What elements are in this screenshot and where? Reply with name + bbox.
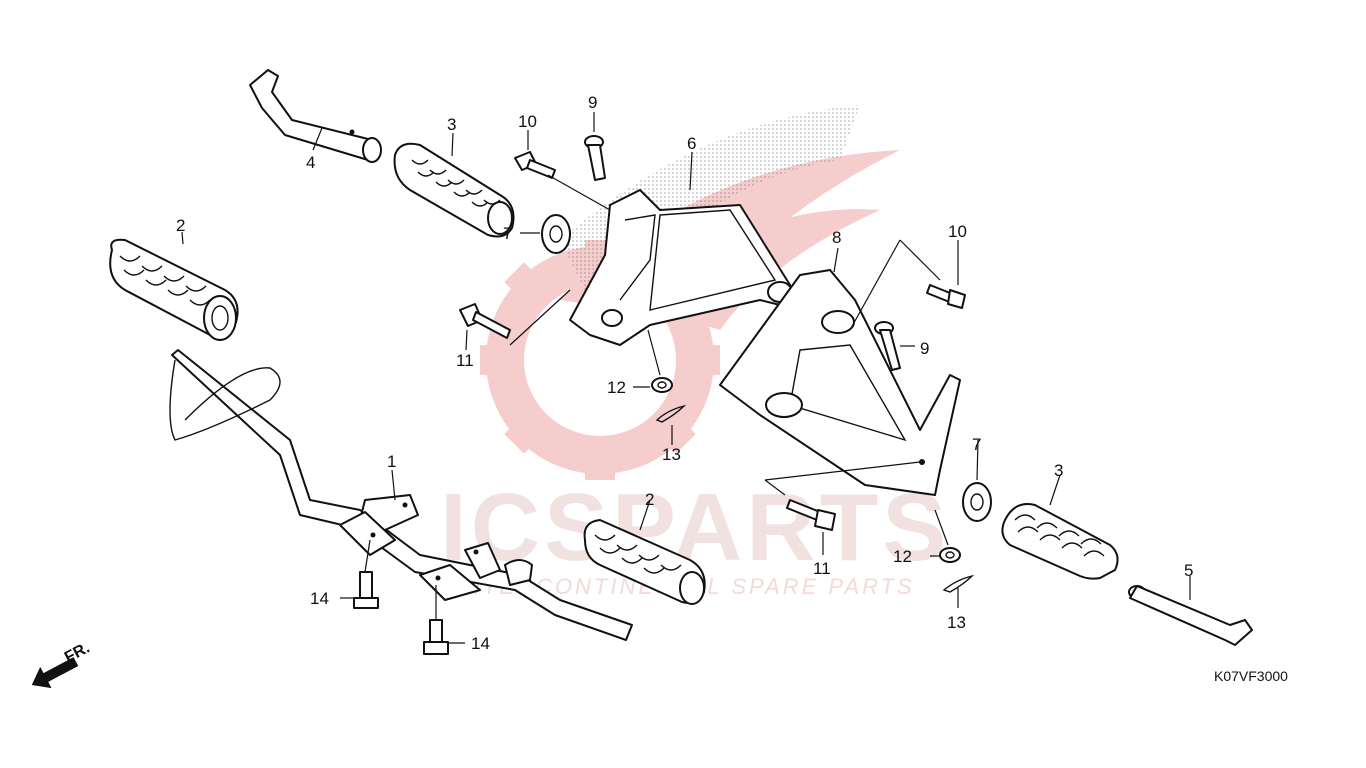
callout-8: 8	[832, 228, 841, 247]
callout-7-left: 7	[503, 224, 512, 243]
part-5-step-bar-right	[1128, 585, 1253, 646]
callout-3-right: 3	[1054, 461, 1063, 480]
callout-6: 6	[687, 134, 696, 153]
part-6-step-holder-left	[569, 189, 793, 346]
callout-12-left: 12	[607, 378, 626, 397]
part-14-bolt-a	[353, 571, 379, 609]
part-4-step-bar	[249, 69, 382, 163]
front-direction-indicator: FR.	[31, 639, 93, 689]
callout-11-right: 11	[813, 559, 831, 578]
callout-13-right: 13	[947, 613, 966, 632]
callout-10-left: 10	[518, 112, 537, 131]
part-8-step-holder-right	[719, 269, 961, 496]
part-12-nut-left	[651, 377, 673, 393]
part-2-rubber-bottom	[583, 519, 706, 605]
callout-7-right: 7	[972, 435, 981, 454]
callout-3-top: 3	[447, 115, 456, 134]
callout-2-left: 2	[176, 216, 185, 235]
part-14-bolt-b	[423, 619, 449, 655]
part-3-rubber-top	[393, 142, 515, 238]
part-9-pin-left	[584, 135, 606, 181]
arrow-icon	[31, 657, 79, 689]
callout-14-b: 14	[471, 634, 490, 653]
callout-14-a: 14	[310, 589, 329, 608]
part-7-washer-left	[541, 214, 571, 254]
part-7-washer-right	[962, 482, 992, 522]
callout-13-left: 13	[662, 445, 681, 464]
callout-4: 4	[306, 153, 315, 172]
callout-2-bottom: 2	[645, 490, 654, 509]
callout-5: 5	[1184, 561, 1193, 580]
callout-labels: 1 2 2 3 3 4 5 6 7 7 8 9 9 10 10 11 11 12…	[176, 93, 1193, 653]
part-3-rubber-right	[1001, 503, 1119, 580]
callout-1: 1	[387, 452, 396, 471]
part-9-pin-right	[874, 321, 901, 371]
part-13-clip-right	[942, 574, 975, 593]
part-2-rubber-left	[109, 238, 239, 341]
callout-11-left: 11	[456, 351, 474, 370]
callout-12-right: 12	[893, 547, 912, 566]
diagram-code: K07VF3000	[1214, 668, 1288, 684]
part-10-bolt-right	[926, 284, 966, 309]
part-1-main-step-bar	[169, 349, 633, 641]
callout-9-left: 9	[588, 93, 597, 112]
part-11-bolt-left	[459, 303, 511, 339]
part-11-bolt-right	[786, 499, 836, 531]
callout-9-right: 9	[920, 339, 929, 358]
leader-lines	[181, 112, 1191, 644]
part-10-bolt-left	[514, 151, 556, 179]
part-13-clip-left	[655, 404, 687, 423]
part-12-nut-right	[939, 547, 961, 563]
callout-10-right: 10	[948, 222, 967, 241]
